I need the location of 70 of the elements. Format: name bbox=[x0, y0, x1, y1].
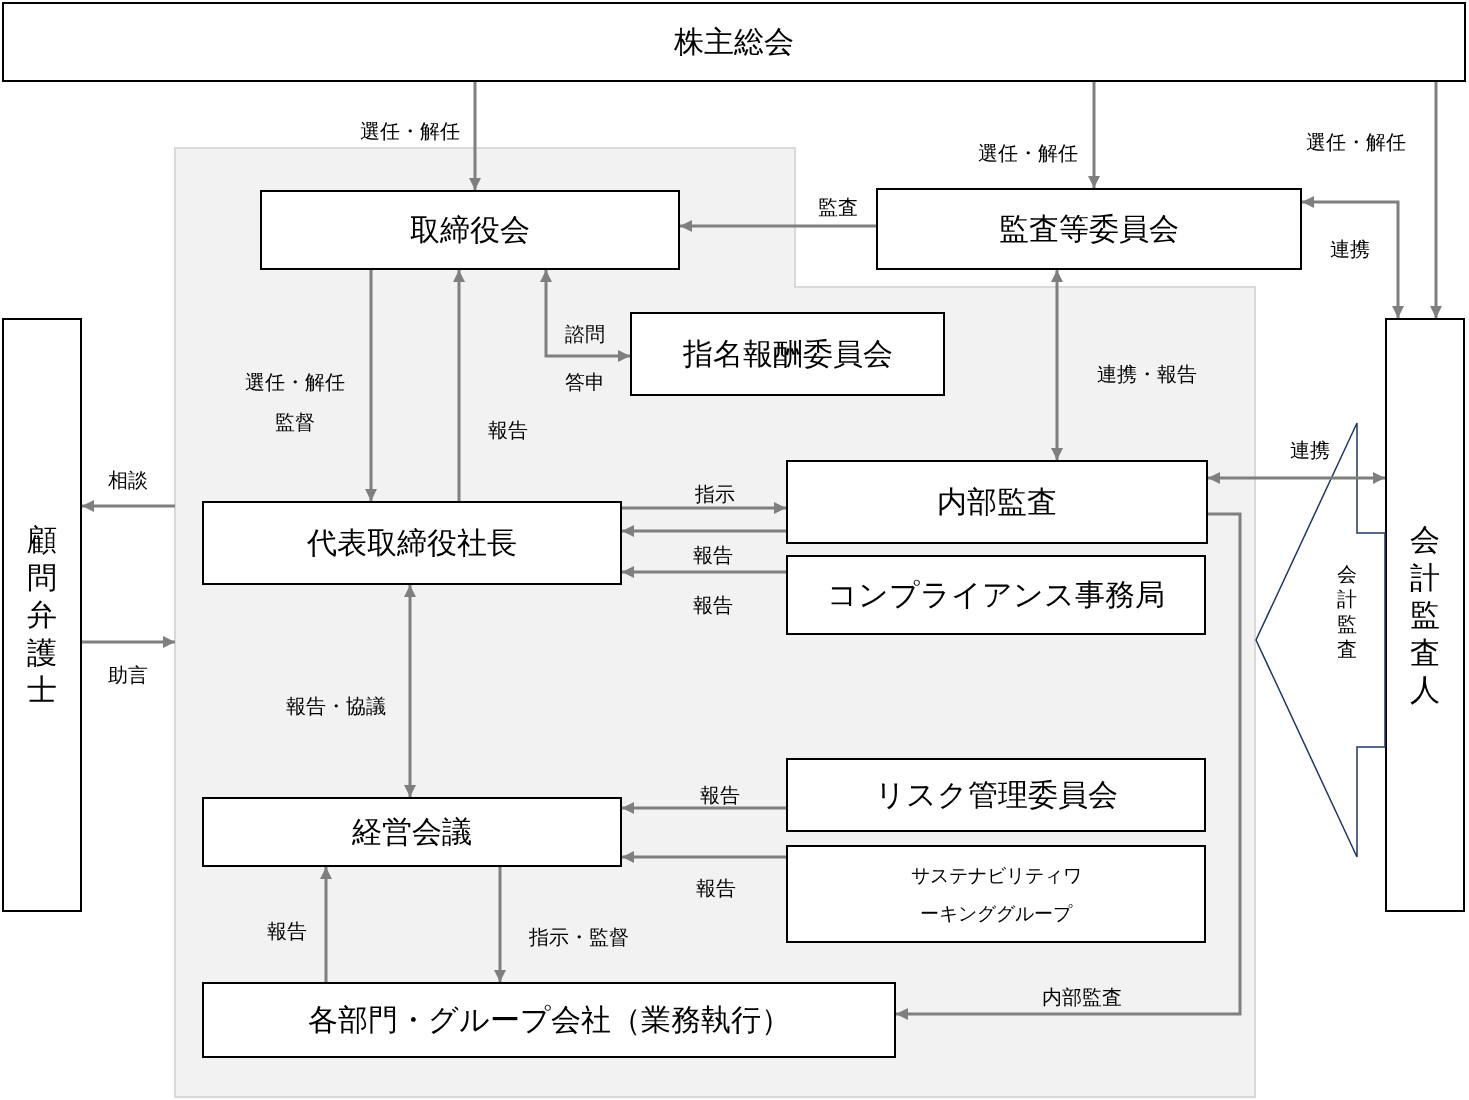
box-label: リスク管理委員会 bbox=[874, 777, 1118, 813]
arrow bbox=[82, 500, 175, 512]
org-box bbox=[202, 501, 622, 585]
arrow bbox=[680, 220, 876, 232]
edge-label: 監査 bbox=[818, 193, 858, 221]
block-arrow bbox=[1255, 422, 1386, 858]
arrow bbox=[320, 867, 332, 982]
box-label: 内部監査 bbox=[937, 484, 1057, 520]
arrow bbox=[453, 270, 465, 501]
box-label: 監査等委員会 bbox=[999, 211, 1179, 247]
edge-label: 相談 bbox=[108, 466, 148, 494]
arrow bbox=[622, 802, 786, 814]
org-box bbox=[630, 312, 945, 396]
edge-label: 選任・解任監督 bbox=[244, 369, 346, 436]
box-label: コンプライアンス事務局 bbox=[827, 577, 1165, 613]
edge-label: 報告 bbox=[700, 781, 740, 809]
org-box bbox=[202, 982, 896, 1058]
edge-label: 報告 bbox=[693, 591, 733, 619]
edge-label: 助言 bbox=[108, 661, 148, 689]
edge-label: 指示 bbox=[695, 480, 735, 508]
edge-label: 報告 bbox=[267, 917, 307, 945]
arrow bbox=[896, 512, 1242, 1020]
arrow bbox=[540, 270, 630, 362]
edge-label: 内部監査 bbox=[1042, 983, 1122, 1011]
arrow bbox=[622, 525, 786, 537]
edge-label: 選任・解任 bbox=[360, 117, 460, 145]
arrow bbox=[1088, 82, 1100, 188]
arrow bbox=[469, 82, 481, 190]
edge-label: 報告 bbox=[488, 416, 528, 444]
edge-label: 指示・監督 bbox=[529, 923, 629, 951]
org-box bbox=[1385, 318, 1465, 912]
org-box bbox=[202, 797, 622, 867]
arrow bbox=[1051, 270, 1063, 460]
arrow bbox=[365, 270, 377, 501]
org-box bbox=[786, 555, 1206, 635]
org-box bbox=[260, 190, 680, 270]
org-box bbox=[786, 758, 1206, 832]
arrow bbox=[404, 585, 416, 797]
edge-label: 連携 bbox=[1290, 436, 1330, 464]
arrow bbox=[622, 851, 786, 863]
edge-label: 報告 bbox=[696, 874, 736, 902]
arrow bbox=[1302, 196, 1404, 318]
box-label: 経営会議 bbox=[352, 814, 472, 850]
box-label: 取締役会 bbox=[410, 212, 530, 248]
box-label: 顧問弁護士 bbox=[26, 521, 58, 709]
edge-label: 選任・解任 bbox=[1306, 128, 1406, 156]
box-label: 会計監査人 bbox=[1409, 521, 1441, 709]
box-label: 株主総会 bbox=[674, 24, 794, 60]
box-label: 各部門・グループ会社（業務執行） bbox=[307, 1002, 791, 1038]
edge-label: 連携・報告 bbox=[1097, 360, 1197, 388]
org-box bbox=[2, 2, 1466, 82]
org-box bbox=[876, 188, 1302, 270]
org-box bbox=[786, 845, 1206, 943]
edge-label: 選任・解任 bbox=[978, 139, 1078, 167]
box-label: 指名報酬委員会 bbox=[682, 336, 893, 372]
edge-label: 会計監査 bbox=[1336, 562, 1358, 662]
box-label: サステナビリティワーキンググループ bbox=[909, 863, 1083, 926]
edge-label: 諮問答申 bbox=[564, 321, 606, 396]
arrow bbox=[622, 502, 786, 514]
org-box bbox=[2, 318, 82, 912]
arrow bbox=[622, 566, 786, 578]
arrow bbox=[1208, 472, 1385, 484]
org-box bbox=[786, 460, 1208, 544]
box-label: 代表取締役社長 bbox=[307, 525, 517, 561]
edge-label: 報告 bbox=[693, 541, 733, 569]
edge-label: 報告・協議 bbox=[286, 692, 386, 720]
arrow bbox=[494, 867, 506, 982]
edge-label: 連携 bbox=[1330, 235, 1370, 263]
arrow bbox=[1430, 82, 1442, 318]
arrow bbox=[82, 636, 175, 648]
